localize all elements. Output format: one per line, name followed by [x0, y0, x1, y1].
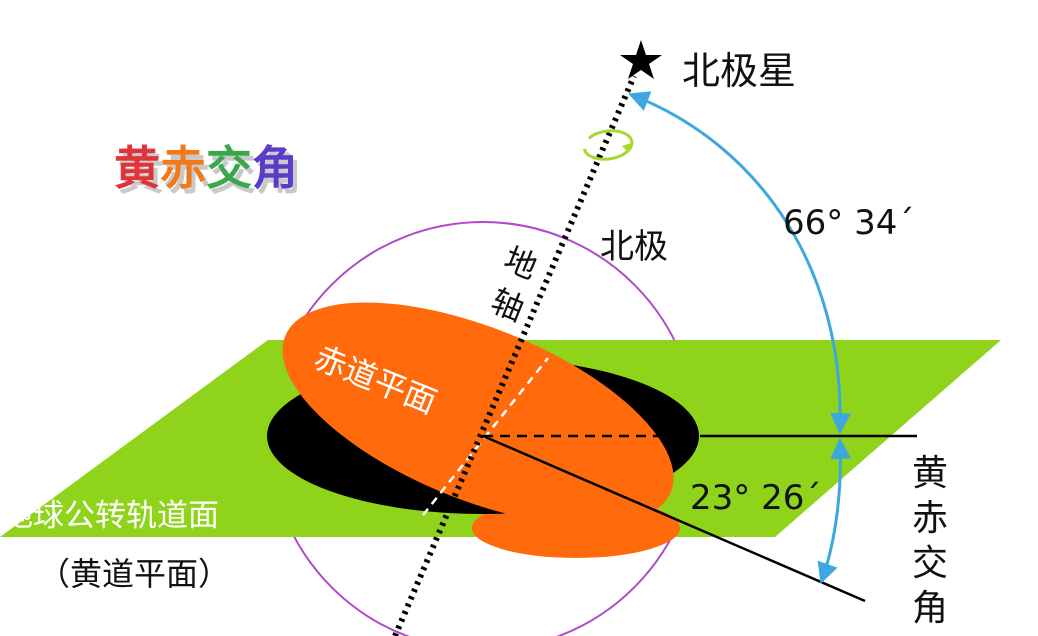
angle-arc-66 — [628, 91, 852, 435]
polaris-label: 北极星 — [682, 49, 796, 93]
angle-arc-23 — [817, 437, 852, 584]
equatorial-plane — [282, 302, 674, 526]
obliquity-vertical-label: 黄 赤 交 角 — [912, 453, 948, 629]
obliquity-char-4: 角 — [912, 588, 948, 629]
earth-axis-label-2: 轴 — [486, 282, 530, 329]
title-char-1: 黄 — [114, 141, 160, 195]
obliquity-char-1: 黄 — [912, 453, 948, 494]
title-shadow-3: 交 — [210, 146, 256, 200]
obliquity-char-3: 交 — [912, 543, 948, 584]
ecliptic-plane-label: （黄道平面） — [38, 555, 230, 593]
title: 黄 赤 交 角 黄 赤 交 角 — [114, 141, 302, 200]
title-char-3: 交 — [206, 141, 252, 195]
title-shadow-4: 角 — [256, 146, 302, 200]
orbital-plane-label: 地球公转轨道面 — [2, 498, 219, 534]
earth-axis — [392, 74, 637, 636]
title-shadow-1: 黄 — [118, 146, 164, 200]
star-icon — [620, 40, 662, 79]
equator-reference-line — [482, 434, 866, 603]
angle-66-label: 66° 34´ — [783, 203, 914, 243]
angle-23-label: 23° 26´ — [690, 478, 821, 518]
north-pole-label: 北极 — [600, 227, 668, 267]
title-char-2: 赤 — [160, 141, 206, 195]
title-char-4: 角 — [252, 141, 298, 195]
earth-axis-label-1: 地 — [499, 240, 543, 287]
obliquity-char-2: 赤 — [912, 498, 948, 539]
title-shadow-2: 赤 — [164, 146, 210, 200]
